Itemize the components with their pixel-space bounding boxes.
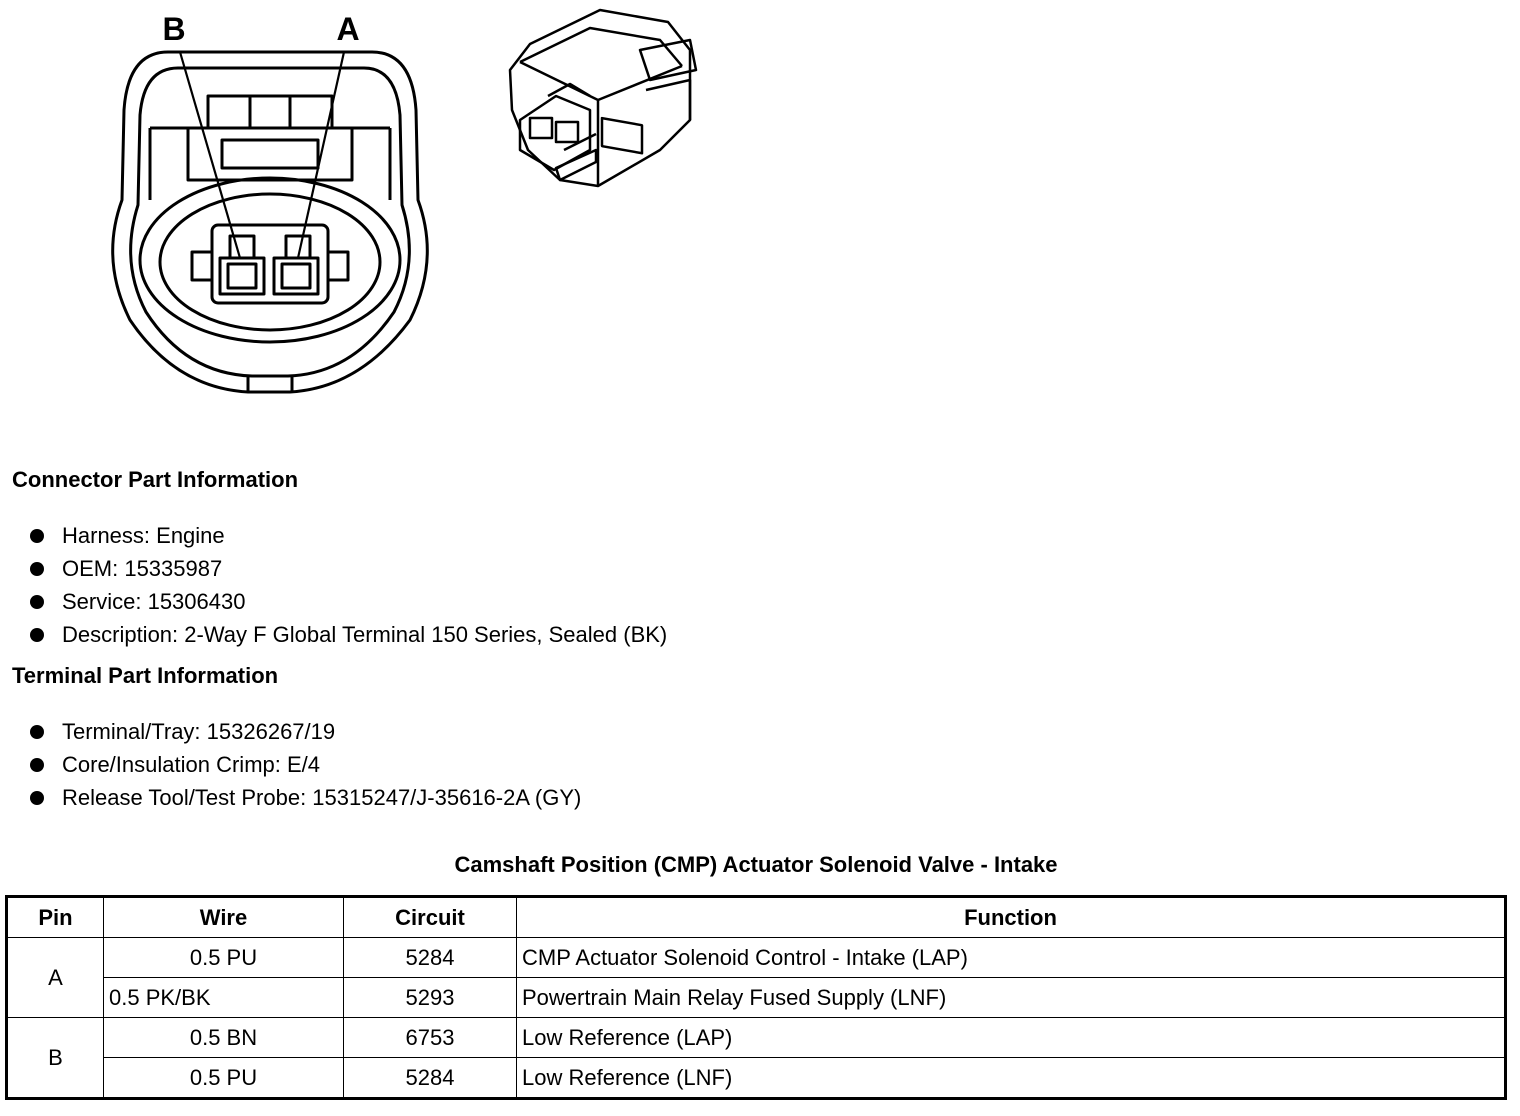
wire-cell: 0.5 BN <box>103 1017 344 1058</box>
list-item: Terminal/Tray: 15326267/19 <box>28 715 581 748</box>
table-row: 0.5 PK/BK 5293 Powertrain Main Relay Fus… <box>7 977 1506 1018</box>
circuit-cell: 5284 <box>343 937 517 978</box>
bullet-icon <box>30 628 44 642</box>
list-item-text: OEM: 15335987 <box>62 556 223 581</box>
bullet-icon <box>30 758 44 772</box>
circuit-cell: 6753 <box>343 1017 517 1058</box>
bullet-icon <box>30 791 44 805</box>
function-cell: Low Reference (LNF) <box>516 1057 1506 1099</box>
list-item-text: Release Tool/Test Probe: 15315247/J-3561… <box>62 785 582 810</box>
pinout-table: Pin Wire Circuit Function A 0.5 PU 5284 … <box>5 895 1507 1100</box>
list-item: Description: 2-Way F Global Terminal 150… <box>28 618 667 651</box>
list-item: Core/Insulation Crimp: E/4 <box>28 748 581 781</box>
bullet-icon <box>30 595 44 609</box>
list-item-text: Description: 2-Way F Global Terminal 150… <box>62 622 668 647</box>
table-row: 0.5 PU 5284 Low Reference (LNF) <box>7 1057 1506 1099</box>
seal-ring-inner <box>158 192 382 332</box>
wire-cell: 0.5 PU <box>103 1057 344 1099</box>
terminal-info-heading: Terminal Part Information <box>12 663 279 688</box>
table-row: B 0.5 BN 6753 Low Reference (LAP) <box>6 1017 1506 1099</box>
function-cell: Powertrain Main Relay Fused Supply (LNF) <box>516 977 1506 1018</box>
column-header-circuit: Circuit <box>343 896 517 938</box>
pin-cell: B <box>6 1017 104 1099</box>
connector-illustration: B A <box>111 8 698 394</box>
list-item: Release Tool/Test Probe: 15315247/J-3561… <box>28 781 581 814</box>
connector-inner-shell <box>129 66 411 378</box>
connector-info-heading: Connector Part Information <box>12 467 299 492</box>
table-title: Camshaft Position (CMP) Actuator Solenoi… <box>454 852 1058 877</box>
bullet-icon <box>30 725 44 739</box>
pin-label-a: A <box>336 11 359 47</box>
list-item-text: Service: 15306430 <box>62 589 246 614</box>
connector-isometric-view <box>508 8 698 188</box>
terminal-info-list: Terminal/Tray: 15326267/19 Core/Insulati… <box>28 715 581 814</box>
list-item-text: Terminal/Tray: 15326267/19 <box>62 719 336 744</box>
wire-cell: 0.5 PU <box>103 937 344 978</box>
circuit-cell: 5293 <box>343 977 517 1018</box>
pin-label-b: B <box>162 11 185 47</box>
bullet-icon <box>30 529 44 543</box>
function-cell: CMP Actuator Solenoid Control - Intake (… <box>516 937 1506 978</box>
table-header-row: Pin Wire Circuit Function <box>6 896 1506 938</box>
list-item-text: Harness: Engine <box>62 523 225 548</box>
wire-cell: 0.5 PK/BK <box>103 977 344 1018</box>
function-cell: Low Reference (LAP) <box>516 1017 1506 1058</box>
list-item: OEM: 15335987 <box>28 552 667 585</box>
list-item-text: Core/Insulation Crimp: E/4 <box>62 752 320 777</box>
pin-cell: A <box>6 937 104 1018</box>
table-row: A 0.5 PU 5284 CMP Actuator Solenoid Cont… <box>6 937 1506 1018</box>
list-item: Service: 15306430 <box>28 585 667 618</box>
connector-outer-shell <box>111 50 429 394</box>
lock-latch <box>206 94 334 130</box>
circuit-cell: 5284 <box>343 1057 517 1099</box>
list-item: Harness: Engine <box>28 519 667 552</box>
column-header-pin: Pin <box>6 896 104 938</box>
seal-ring-outer <box>138 176 402 344</box>
connector-info-list: Harness: Engine OEM: 15335987 Service: 1… <box>28 519 667 651</box>
bullet-icon <box>30 562 44 576</box>
column-header-wire: Wire <box>103 896 344 938</box>
column-header-function: Function <box>516 896 1506 938</box>
